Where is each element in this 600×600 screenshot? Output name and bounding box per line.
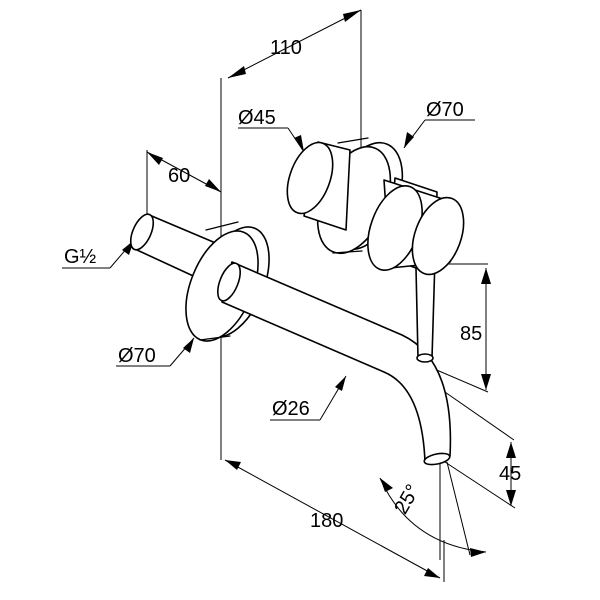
label-85: 85	[460, 323, 482, 345]
label-45: 45	[499, 463, 521, 485]
label-dia-70-top: Ø70	[426, 99, 464, 121]
label-dia-26: Ø26	[272, 398, 310, 420]
label-25-deg: 25°	[390, 481, 424, 518]
label-thread: G½	[64, 246, 97, 268]
faucet-parts	[129, 137, 465, 466]
label-180: 180	[310, 510, 343, 532]
mixer-body-cap	[286, 141, 351, 231]
arrowheads	[122, 10, 516, 578]
spout	[216, 261, 452, 466]
label-dia-45: Ø45	[238, 107, 276, 129]
dimension-labels: 110 Ø45 Ø70 60 G½ 85 Ø70 Ø26 45 25° 180	[64, 37, 521, 532]
label-110: 110	[270, 37, 302, 59]
label-60: 60	[168, 165, 190, 187]
mixer-knob	[367, 179, 465, 276]
label-dia-70-bottom: Ø70	[118, 345, 156, 367]
